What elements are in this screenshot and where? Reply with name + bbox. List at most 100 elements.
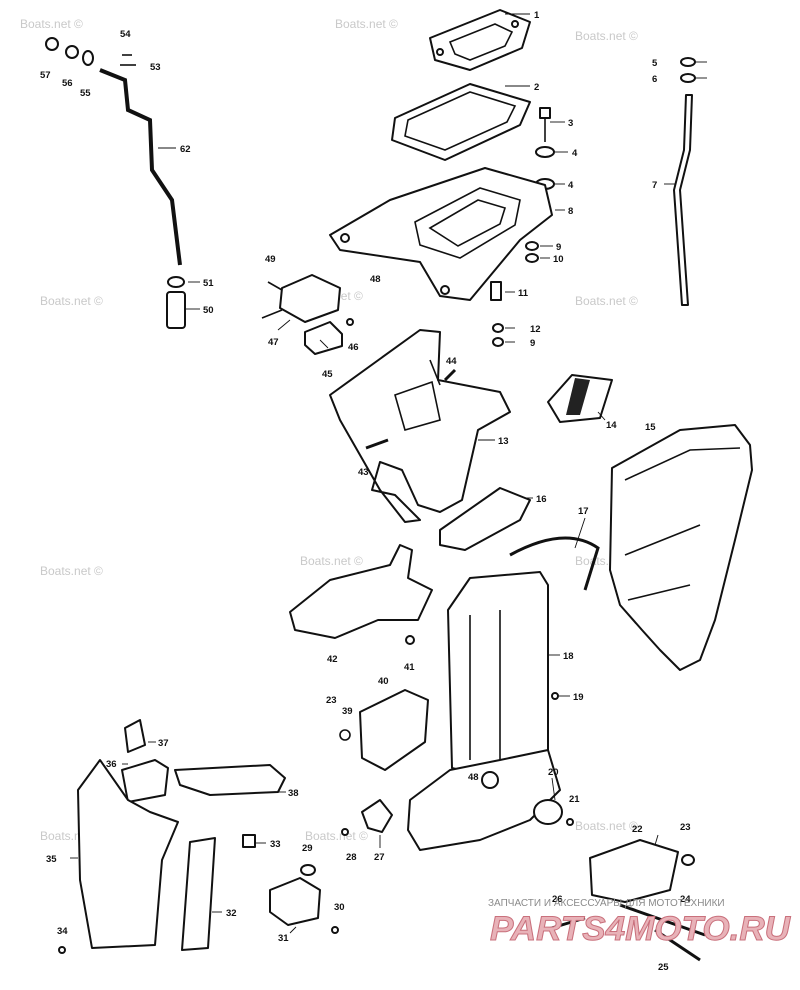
part-45-49-bracket: [261, 274, 354, 355]
part-3-4-hardware: [535, 107, 555, 190]
part-22-clamp: [589, 839, 679, 903]
part-30-screw: [331, 926, 339, 934]
watermark: Boats.net ©: [575, 29, 638, 43]
callout-28: 28: [346, 852, 357, 863]
callout-15: 15: [645, 422, 656, 433]
part-41-bolt: [405, 635, 415, 645]
callout-37: 37: [158, 738, 169, 749]
part-6-nut: [680, 73, 696, 83]
part-21-screw: [566, 818, 574, 826]
callout-5: 5: [652, 58, 658, 69]
part-26-bolt: [544, 916, 586, 932]
callout-3: 3: [568, 118, 573, 129]
part-1-plate: [429, 9, 531, 71]
leader-lines: [70, 13, 707, 934]
part-35-cover: [77, 759, 179, 949]
callout-42: 42: [327, 654, 338, 665]
part-2-gasket: [391, 83, 531, 161]
callout-47: 47: [268, 337, 279, 348]
callout-1: 1: [534, 10, 540, 21]
callout-48b: 48: [468, 772, 479, 783]
callout-6: 6: [652, 74, 657, 85]
part-20-mount: [533, 799, 563, 825]
part-28-screw: [341, 828, 349, 836]
callout-22: 22: [632, 824, 643, 835]
callout-14: 14: [606, 420, 617, 431]
callout-57: 57: [40, 70, 51, 81]
part-37-clip: [124, 719, 146, 753]
callout-46: 46: [348, 342, 359, 353]
callout-13: 13: [498, 436, 509, 447]
callout-25: 25: [658, 962, 669, 973]
part-23-nut: [681, 854, 695, 866]
part-50-51-coupler: [166, 276, 186, 329]
part-16-gasket: [439, 487, 531, 551]
callout-32: 32: [226, 908, 237, 919]
callout-38: 38: [288, 788, 299, 799]
callout-23: 23: [680, 822, 691, 833]
callout-23b: 23: [326, 695, 337, 706]
callout-35: 35: [46, 854, 57, 865]
watermark: Boats.net ©: [575, 819, 638, 833]
callout-33: 33: [270, 839, 281, 850]
part-13-mount-bracket: [329, 329, 511, 523]
watermark: Boats.net ©: [20, 17, 83, 31]
callout-40: 40: [378, 676, 389, 687]
store-banner: ЗАПЧАСТИ И АКСЕССУАРЫ ДЛЯ МОТОТЕХНИКИ: [488, 898, 725, 909]
callout-9b: 9: [530, 338, 535, 349]
callout-29: 29: [302, 843, 313, 854]
callout-26: 26: [552, 894, 563, 905]
watermark: Boats.net ©: [40, 564, 103, 578]
callout-43: 43: [358, 467, 369, 478]
callout-11: 11: [518, 288, 529, 299]
callout-4: 4: [572, 148, 578, 159]
callout-36: 36: [106, 759, 117, 770]
part-25-bolt: [654, 928, 701, 962]
callout-18: 18: [563, 651, 574, 662]
callout-54: 54: [120, 29, 131, 40]
part-39-washer: [339, 729, 351, 741]
part-8-adapter-plate: [329, 167, 553, 301]
callout-20: 20: [548, 767, 559, 778]
callout-24: 24: [680, 894, 691, 905]
callout-49: 49: [265, 254, 276, 265]
callout-51: 51: [203, 278, 214, 289]
part-14-block: [547, 374, 613, 423]
callout-50: 50: [203, 305, 214, 316]
callout-45: 45: [322, 369, 333, 380]
watermark: Boats.net ©: [305, 829, 368, 843]
callout-44: 44: [446, 356, 457, 367]
callout-39: 39: [342, 706, 353, 717]
callout-17: 17: [578, 506, 589, 517]
callout-19: 19: [573, 692, 584, 703]
callout-2: 2: [534, 82, 539, 93]
callout-30: 30: [334, 902, 345, 913]
part-29-washer: [300, 864, 316, 876]
part-42-bracket: [289, 544, 433, 639]
part-40-bracket: [359, 689, 429, 771]
callout-10: 10: [553, 254, 564, 265]
callout-27: 27: [374, 852, 385, 863]
callout-56: 56: [62, 78, 73, 89]
callout-8: 8: [568, 206, 573, 217]
callout-62: 62: [180, 144, 191, 155]
part-38-bracket: [174, 764, 286, 796]
callout-31: 31: [278, 933, 289, 944]
part-9-12-hardware: [490, 241, 539, 347]
footer-branding: ЗАПЧАСТИ И АКСЕССУАРЫ ДЛЯ МОТОТЕХНИКИ PA…: [488, 898, 792, 949]
store-logo: PARTS4MOTO.RU: [490, 910, 791, 948]
part-62-shift-rod: [45, 37, 182, 266]
callout-7: 7: [652, 180, 657, 191]
callout-21: 21: [569, 794, 580, 805]
callout-4b: 4: [568, 180, 574, 191]
part-33-pad: [242, 834, 256, 848]
watermark: Boats.net ©: [335, 17, 398, 31]
part-24-bolt: [619, 903, 706, 937]
callout-12: 12: [530, 324, 541, 335]
callout-9: 9: [556, 242, 561, 253]
part-44-bolt: [443, 368, 457, 382]
part-5-washer: [680, 57, 696, 67]
part-31-block: [269, 877, 321, 926]
part-34-screw: [58, 946, 66, 954]
